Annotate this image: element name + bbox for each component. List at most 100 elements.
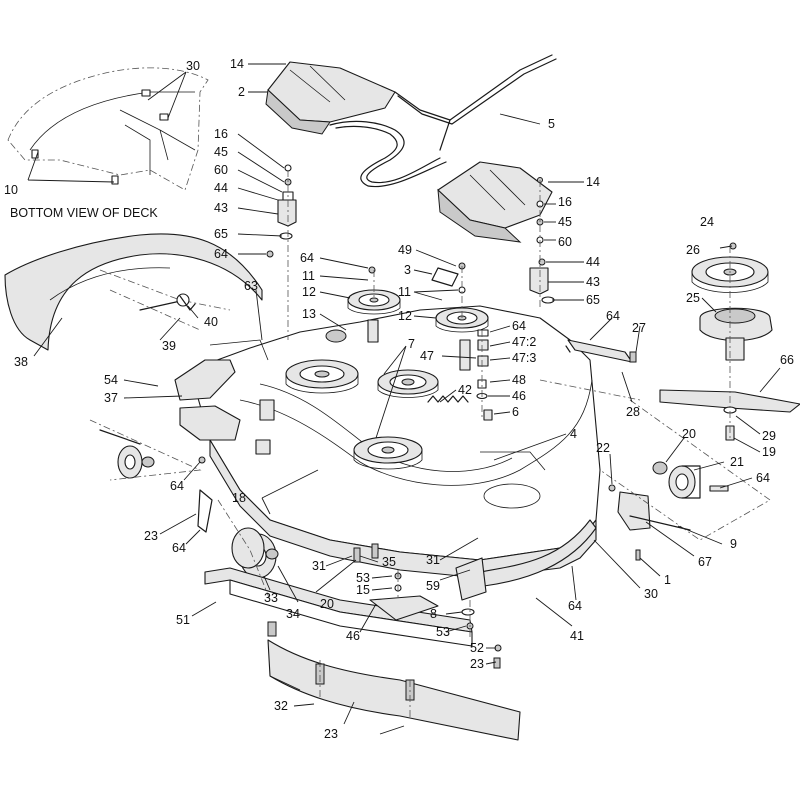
callout-47-3: 47:3 <box>512 351 536 365</box>
callout-37: 37 <box>104 391 118 405</box>
callout-59: 20 <box>320 597 334 611</box>
left-gauge-wheel <box>99 429 279 579</box>
callout-21: 64 <box>756 471 770 485</box>
callout-7: 7 <box>408 337 415 351</box>
callout-11: 11 <box>302 269 315 283</box>
callout-60: 60 <box>558 235 572 249</box>
callouts: 14 2 5 14 16 45 60 44 43 65 30 10 16 45 … <box>4 57 794 741</box>
callout-38: 38 <box>14 355 28 369</box>
view-label: BOTTOM VIEW OF DECK <box>10 206 158 220</box>
deck-pulleys <box>285 359 439 470</box>
callout-9: 67 <box>698 555 712 569</box>
callout-35: 53 <box>356 571 370 585</box>
callout-6: 6 <box>512 405 519 419</box>
belt-shield <box>4 233 263 351</box>
callout-31: 59 <box>426 579 440 593</box>
callout-65: 65 <box>586 293 600 307</box>
callout-22: 9 <box>730 537 737 551</box>
callout-11: 11 <box>398 285 411 299</box>
callout-24: 26 <box>686 243 700 257</box>
callout-44: 44 <box>214 181 228 195</box>
front-bumper <box>204 519 597 741</box>
callout-25: 64 <box>606 309 620 323</box>
drive-belt <box>329 54 557 188</box>
callout-53: 15 <box>356 583 370 597</box>
callout-45: 45 <box>214 145 228 159</box>
callout-66: 28 <box>626 405 640 419</box>
callout-67: 1 <box>664 573 671 587</box>
callout-33: 34 <box>286 607 300 621</box>
callout-65: 65 <box>214 227 228 241</box>
callout-40: 40 <box>204 315 218 329</box>
callout-63: 63 <box>244 279 258 293</box>
callout-41: 23 <box>144 529 158 543</box>
belt-covers <box>265 61 553 243</box>
callout-52: 23 <box>470 657 484 671</box>
tension-spring <box>427 395 469 403</box>
callout-51: 46 <box>346 629 360 643</box>
callout-46: 8 <box>430 607 437 621</box>
callout-64: 41 <box>570 629 584 643</box>
callout-48: 48 <box>512 373 526 387</box>
callout-49: 49 <box>398 243 412 257</box>
callout-30: 30 <box>186 59 200 73</box>
callout-16: 16 <box>214 127 228 141</box>
callout-10: 10 <box>4 183 18 197</box>
callout-64: 64 <box>512 319 526 333</box>
callout-27: 66 <box>780 353 794 367</box>
callout-64: 64 <box>170 479 184 493</box>
callout-64: 64 <box>214 247 228 261</box>
callout-46: 46 <box>512 389 526 403</box>
spindle-assembly <box>565 242 800 441</box>
callout-18: 31 <box>312 559 326 573</box>
callout-42: 42 <box>458 383 472 397</box>
callout-54: 54 <box>104 373 118 387</box>
callout-28: 29 <box>762 429 776 443</box>
callout-14: 14 <box>230 57 244 71</box>
callout-60: 60 <box>214 163 228 177</box>
callout-20: 21 <box>730 455 744 469</box>
callout-12: 12 <box>302 285 316 299</box>
callout-26: 25 <box>686 291 700 305</box>
callout-32: 23 <box>324 727 338 741</box>
right-gauge-wheel <box>608 461 729 561</box>
callout-34: 51 <box>176 613 190 627</box>
callout-19: 20 <box>682 427 696 441</box>
callout-5: 5 <box>548 117 555 131</box>
callout-12: 12 <box>398 309 412 323</box>
callout-13: 13 <box>302 307 316 321</box>
callout-44: 44 <box>586 255 600 269</box>
callout-8: 53 <box>436 625 450 639</box>
callout-64: 22 <box>596 441 610 455</box>
callout-47: 47 <box>420 349 434 363</box>
idler-pulleys <box>325 267 489 371</box>
callout-30: 64 <box>568 599 582 613</box>
leader-lines <box>27 63 781 735</box>
callout-64: 64 <box>300 251 314 265</box>
callout-43: 43 <box>586 275 600 289</box>
callout-16: 16 <box>558 195 572 209</box>
callout-3: 3 <box>404 263 411 277</box>
callout-14: 14 <box>586 175 600 189</box>
bottom-view-inset: BOTTOM VIEW OF DECK <box>7 67 209 220</box>
callout-4: 4 <box>570 427 577 441</box>
callout-47-2: 47:2 <box>512 335 536 349</box>
callout-53: 52 <box>470 641 484 655</box>
callout-31: 35 <box>382 555 396 569</box>
callout-29: 19 <box>762 445 776 459</box>
callout-64: 27 <box>632 321 646 335</box>
callout-1: 30 <box>644 587 658 601</box>
callout-15: 31 <box>426 553 440 567</box>
callout-39: 39 <box>162 339 176 353</box>
assembly-lines <box>89 170 771 720</box>
callout-45: 45 <box>558 215 572 229</box>
callout-64: 18 <box>232 491 246 505</box>
callout-23: 32 <box>274 699 288 713</box>
callout-23: 64 <box>172 541 186 555</box>
callout-20: 33 <box>264 591 278 605</box>
callout-64: 24 <box>700 215 714 229</box>
callout-2: 2 <box>238 85 245 99</box>
callout-43: 43 <box>214 201 228 215</box>
